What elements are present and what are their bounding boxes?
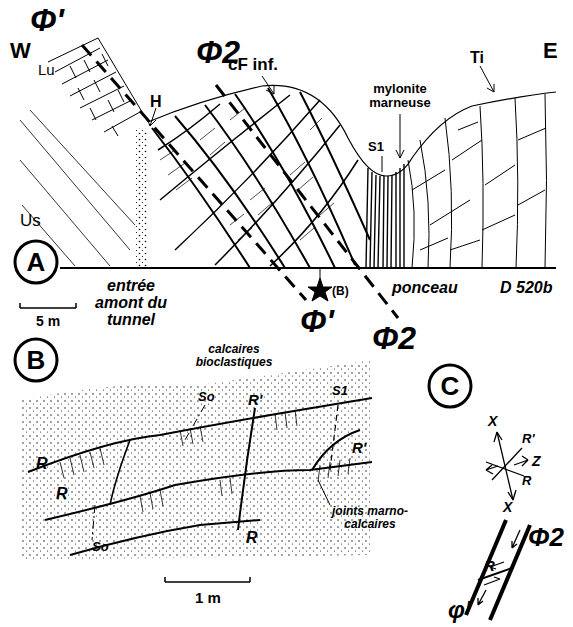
cleavage-label: S1 — [368, 140, 384, 153]
axis-label: X — [488, 414, 497, 428]
location-label: ponceau — [392, 280, 458, 296]
mylonite-foliation — [366, 164, 404, 268]
leader-line — [318, 480, 330, 505]
panel-letter: C — [427, 363, 473, 409]
bedding-label: So — [198, 390, 215, 403]
marly-joints — [60, 410, 350, 512]
section-b — [22, 360, 372, 582]
axis-label: X — [503, 500, 512, 514]
r-prime-plane — [492, 448, 522, 480]
joint — [110, 440, 130, 505]
unit-label: mylonite marneuse — [360, 82, 440, 109]
section-c — [466, 432, 530, 620]
reference-label: (B) — [332, 285, 349, 297]
panel-letter: A — [13, 239, 59, 285]
shear-plane — [215, 125, 340, 265]
fault-label: Φ2 — [528, 524, 564, 550]
compass-label: W — [10, 40, 31, 62]
road-label: D 520b — [500, 280, 552, 296]
riedel-fracture — [28, 398, 372, 472]
leader-arrow — [262, 76, 274, 94]
fault-phi-prime — [82, 45, 306, 300]
leader-line — [320, 268, 321, 278]
cleavage-label: S1 — [332, 384, 348, 397]
leader-arrow — [480, 66, 494, 92]
cleavage-trace — [330, 405, 338, 470]
ti-limestone — [408, 94, 547, 268]
r-plane — [486, 462, 524, 476]
leader-arrow — [147, 108, 156, 126]
joint-label: joints marno-calcaires — [330, 505, 410, 530]
scale-label: 1 m — [195, 590, 221, 605]
topographic-surface — [48, 38, 148, 122]
panel-circle: C — [427, 363, 473, 409]
bioclastic-limestone — [22, 360, 372, 560]
scale-label: 5 m — [36, 314, 60, 328]
riedel-prime-fracture — [238, 408, 255, 530]
star-marker — [308, 278, 332, 301]
fracture-label: R' — [352, 440, 366, 455]
mylonite-zone — [366, 164, 404, 268]
bedding-trace — [92, 405, 205, 540]
joint-striations — [60, 410, 350, 512]
fracture-label: R — [36, 456, 48, 472]
fracture-label: R' — [248, 392, 262, 407]
fault-label: Φ' — [300, 305, 334, 337]
unit-label: H — [150, 94, 162, 110]
fracture-label: R' — [522, 432, 534, 445]
leader-arrow — [396, 114, 404, 158]
panel-circle: A — [13, 239, 59, 285]
tectonic-lenses — [152, 88, 370, 268]
topographic-surface — [148, 85, 556, 176]
fracture-label: R — [484, 558, 495, 573]
unit-label: Us — [20, 212, 41, 229]
unit-label: Ti — [470, 50, 484, 66]
fault-label: Φ' — [30, 4, 64, 36]
scale-bar — [20, 303, 76, 308]
fracture-lines — [408, 94, 547, 268]
shear-plane — [300, 92, 370, 240]
shear-plane — [160, 95, 290, 200]
shear-arrows — [478, 530, 520, 605]
fracture-label: R — [246, 530, 258, 546]
bedding-label: So — [92, 540, 109, 553]
fracture-label: R — [56, 486, 68, 502]
fault-label: Φ2 — [196, 36, 240, 68]
unit-label: Lu — [38, 62, 55, 77]
leader-line — [382, 156, 383, 172]
scale-bar — [165, 577, 250, 582]
lens-hatching — [160, 108, 334, 240]
r-plane — [478, 568, 512, 580]
panel-circle: B — [13, 337, 59, 383]
riedel-fracture — [70, 520, 260, 555]
location-label: entrée amont du tunnel — [88, 278, 174, 328]
tunnel-entrance — [136, 128, 148, 268]
fault-label: Φ2 — [372, 322, 416, 354]
fracture-label: R — [522, 474, 531, 487]
axis-label: Z — [532, 454, 541, 468]
joint-lines — [412, 122, 546, 250]
unit-label: calcaires bioclastiques — [192, 343, 276, 368]
hatch-lines — [160, 108, 334, 240]
shear-plane — [158, 104, 220, 150]
compass-label: E — [543, 40, 558, 62]
panel-letter: B — [13, 337, 59, 383]
fault-phi-2 — [216, 85, 398, 318]
section-a — [20, 38, 556, 318]
fault-phi-2 — [490, 525, 530, 620]
limestone-bedding — [55, 48, 140, 132]
fault-label: φ' — [448, 598, 471, 622]
limestone-joints — [70, 54, 124, 136]
